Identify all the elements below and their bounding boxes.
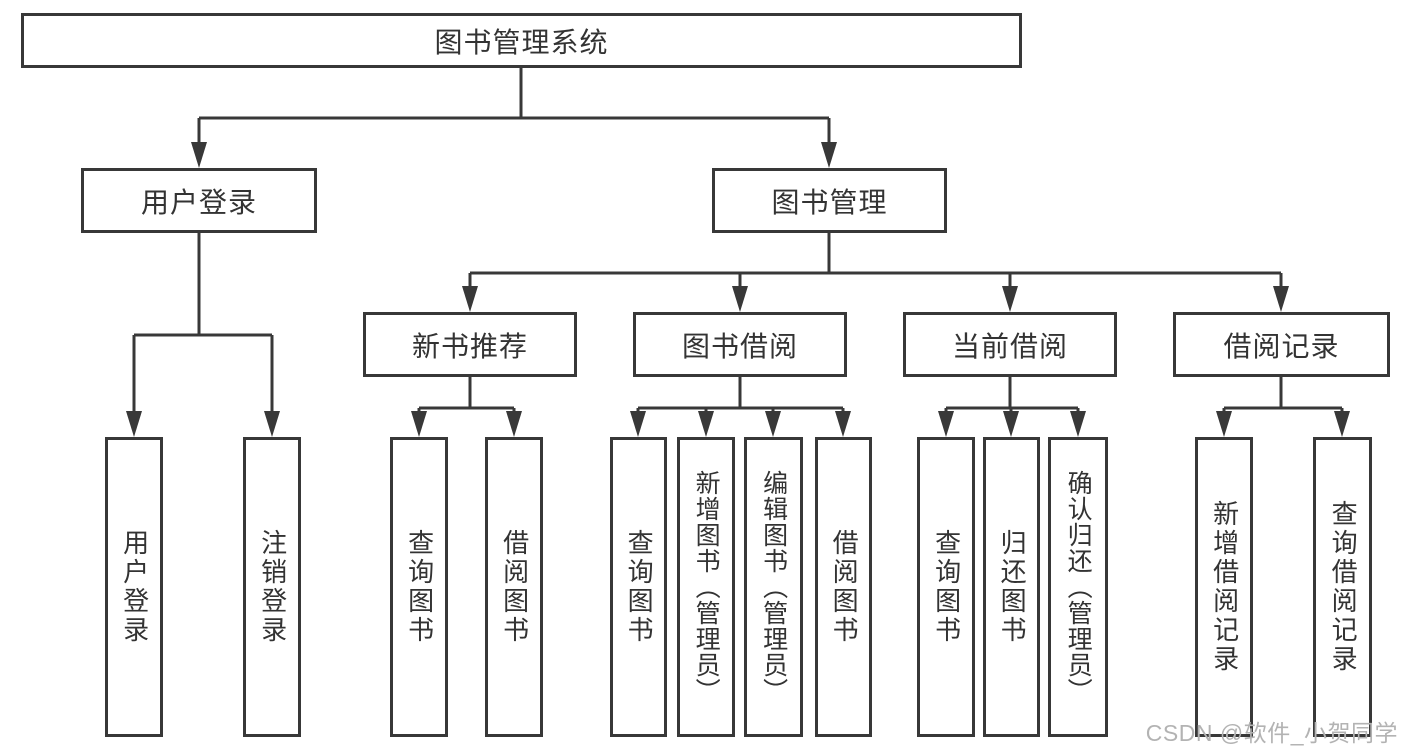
csdn-watermark: CSDN @软件_小贺同学 [1145, 720, 1398, 746]
leaf-label: 查询图书 [931, 529, 962, 645]
node-user-login: 用户登录 [81, 168, 317, 233]
arrowheads [126, 142, 1350, 437]
leaf-logout: 注销登录 [243, 437, 301, 737]
leaf-return-books: 归还图书 [983, 437, 1040, 737]
leaf-label: 确认归还（管理员） [1064, 470, 1093, 704]
node-new-book-recommend: 新书推荐 [363, 312, 577, 377]
node-book-borrow: 图书借阅 [633, 312, 847, 377]
leaf-label: 新增借阅记录 [1209, 500, 1240, 674]
leaf-label: 查询借阅记录 [1328, 500, 1359, 674]
leaf-borrow-books: 借阅图书 [815, 437, 872, 737]
leaf-query-books: 查询图书 [610, 437, 667, 737]
leaf-label: 注销登录 [257, 529, 288, 645]
leaf-label: 编辑图书（管理员） [759, 470, 788, 704]
leaf-label: 归还图书 [997, 529, 1028, 645]
leaf-label: 用户登录 [119, 529, 150, 645]
node-root-title: 图书管理系统 [21, 13, 1022, 68]
leaf-query-books: 查询图书 [390, 437, 448, 737]
leaf-add-books-admin: 新增图书（管理员） [677, 437, 735, 737]
leaf-borrow-books: 借阅图书 [485, 437, 543, 737]
leaf-confirm-return-admin: 确认归还（管理员） [1048, 437, 1108, 737]
node-borrow-records: 借阅记录 [1173, 312, 1390, 377]
leaf-label: 查询图书 [404, 529, 435, 645]
leaf-query-borrow-record: 查询借阅记录 [1313, 437, 1372, 737]
node-current-borrow: 当前借阅 [903, 312, 1117, 377]
node-book-management: 图书管理 [712, 168, 947, 233]
leaf-user-login: 用户登录 [105, 437, 163, 737]
leaf-label: 借阅图书 [829, 529, 860, 645]
leaf-add-borrow-record: 新增借阅记录 [1195, 437, 1253, 737]
leaf-edit-books-admin: 编辑图书（管理员） [744, 437, 803, 737]
leaf-label: 新增图书（管理员） [692, 470, 721, 704]
leaf-label: 查询图书 [624, 529, 655, 645]
leaf-label: 借阅图书 [499, 529, 530, 645]
leaf-query-books: 查询图书 [917, 437, 975, 737]
